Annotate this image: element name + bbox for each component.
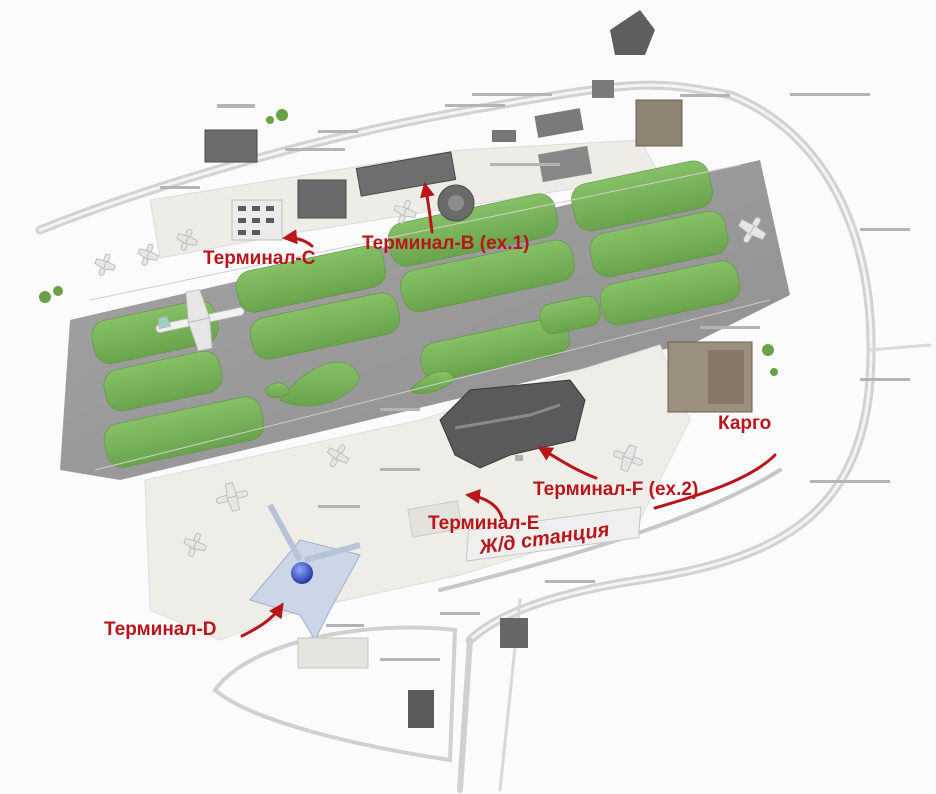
airplane-icon — [94, 199, 767, 557]
runway-markings — [89, 164, 771, 471]
terminal-c-building — [231, 199, 283, 241]
label-terminal-b: Терминал-В (ex.1) — [362, 233, 530, 254]
label-terminal-e: Терминал-Е — [428, 513, 540, 534]
arrow-terminal-e — [465, 488, 504, 520]
arrow-icon — [240, 182, 777, 638]
south-road — [457, 637, 473, 793]
south-loop — [212, 625, 458, 763]
building-icon — [204, 10, 683, 728]
label-terminal-f: Терминал-F (ex.2) — [533, 479, 699, 500]
arrow-terminal-b — [419, 182, 435, 234]
cargo-rail-highlight — [653, 453, 777, 510]
arrow-terminal-c — [282, 229, 314, 248]
label-terminal-d: Терминал-D — [104, 619, 217, 640]
label-terminal-c: Терминал-С — [203, 248, 316, 269]
globe-icon — [291, 562, 313, 584]
top-road-inner — [38, 83, 732, 232]
label-cargo: Карго — [718, 413, 772, 434]
arrow-terminal-d — [240, 602, 284, 638]
east-ring-road-inner — [468, 93, 873, 642]
cargo-building — [667, 341, 753, 413]
map-captions — [160, 93, 910, 661]
east-spur — [868, 343, 932, 352]
terminal-d-building — [249, 503, 361, 642]
terminal-e-building — [407, 500, 463, 538]
tree-icon — [39, 109, 778, 376]
arrow-terminal-f — [537, 446, 598, 480]
terminal-b-building — [355, 151, 475, 222]
terminal-f-building — [439, 379, 586, 469]
